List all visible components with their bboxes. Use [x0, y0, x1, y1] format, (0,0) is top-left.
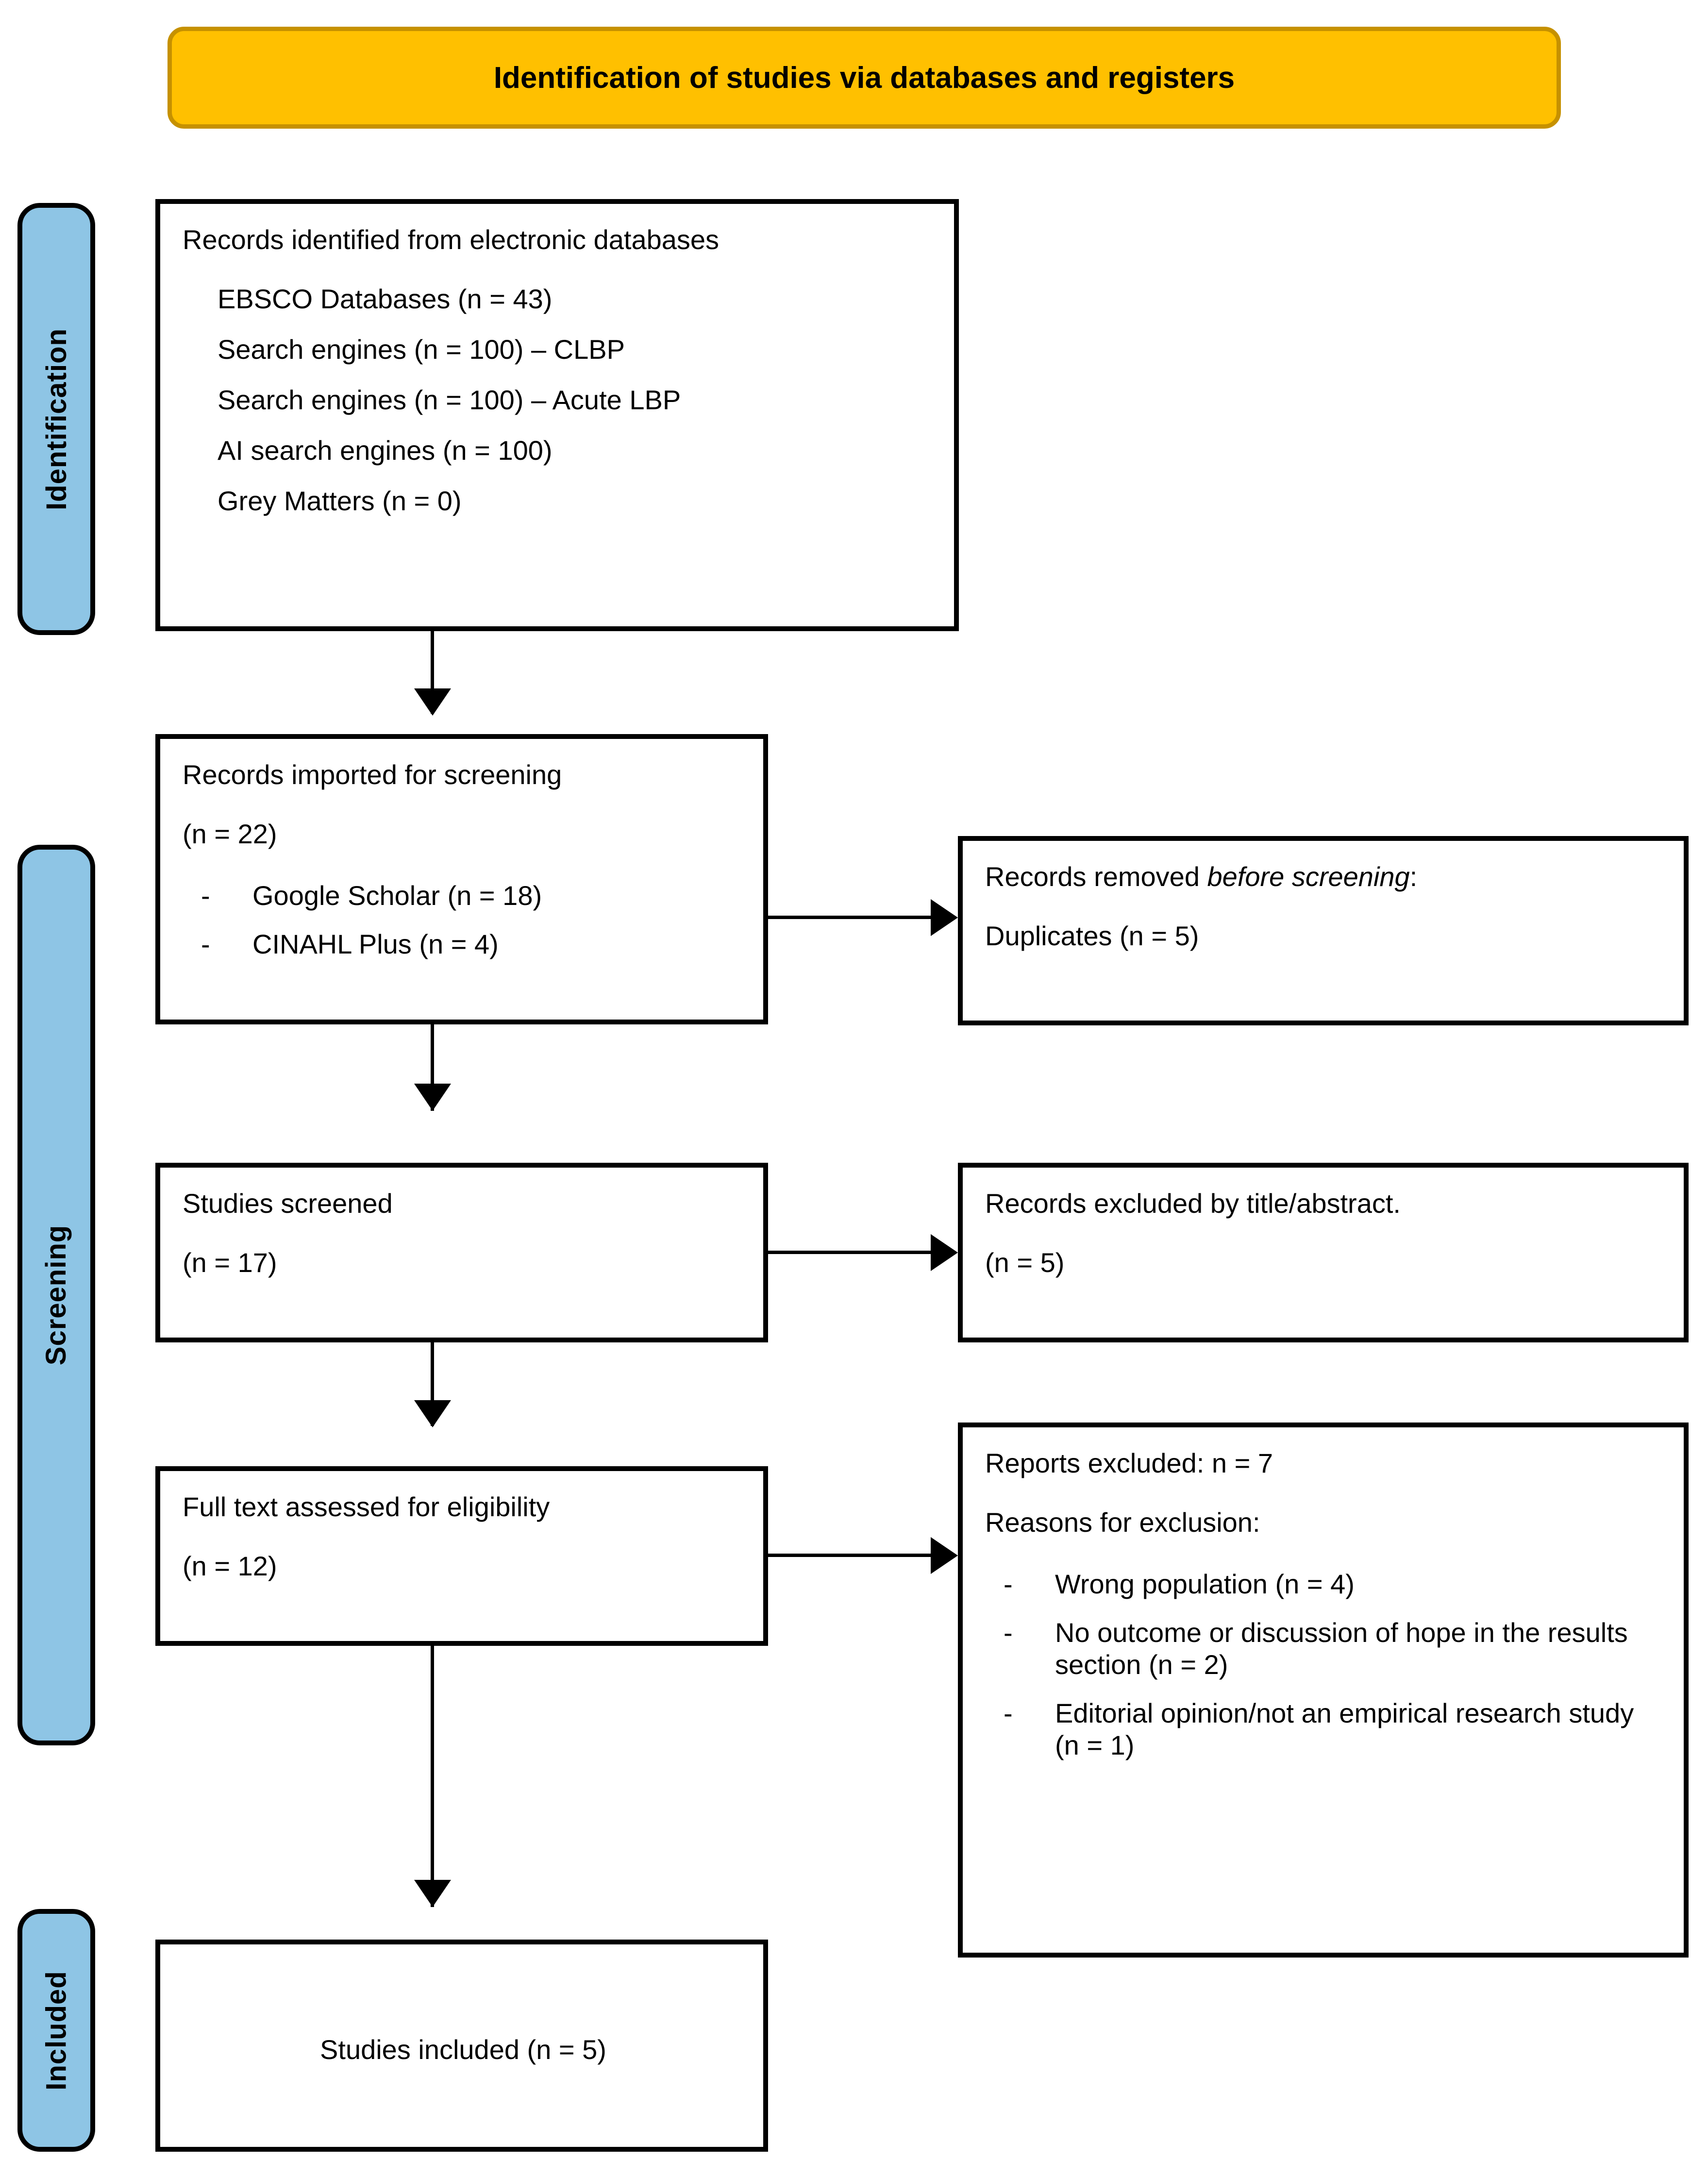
connector-identified-to-imported: [431, 631, 434, 714]
box-records-removed: Records removed before screening: Duplic…: [958, 836, 1689, 1025]
arrow-right-icon: [931, 1234, 958, 1271]
box-fulltext-assessed: Full text assessed for eligibility (n = …: [155, 1466, 768, 1646]
box-records-identified: Records identified from electronic datab…: [155, 199, 959, 631]
bullet-dash: -: [1004, 1569, 1013, 1599]
studies-screened-count: (n = 17): [183, 1247, 277, 1278]
reports-excluded-reason: - No outcome or discussion of hope in th…: [985, 1617, 1664, 1681]
records-removed-detail: Duplicates (n = 5): [985, 921, 1199, 951]
records-removed-heading-italic: before screening: [1207, 861, 1410, 892]
bullet-text: CINAHL Plus (n = 4): [252, 929, 499, 960]
connector-imported-to-removed: [768, 916, 933, 919]
arrow-down-icon: [414, 1084, 451, 1111]
box-reports-excluded: Reports excluded: n = 7 Reasons for excl…: [958, 1423, 1689, 1958]
records-excluded-title-count: (n = 5): [985, 1247, 1065, 1278]
arrow-right-icon: [931, 899, 958, 936]
studies-screened-heading: Studies screened: [183, 1188, 393, 1219]
stage-screening: Screening: [17, 845, 95, 1745]
reports-excluded-reason: - Wrong population (n = 4): [985, 1568, 1664, 1600]
stage-included: Included: [17, 1909, 95, 2152]
arrow-down-icon: [414, 1880, 451, 1907]
records-identified-item: Search engines (n = 100) – Acute LBP: [218, 385, 681, 415]
bullet-text: Editorial opinion/not an empirical resea…: [1055, 1698, 1634, 1761]
records-imported-heading: Records imported for screening: [183, 759, 562, 790]
connector-screened-to-fulltext: [431, 1342, 434, 1426]
records-imported-bullet: - Google Scholar (n = 18): [183, 880, 744, 912]
records-excluded-title-heading: Records excluded by title/abstract.: [985, 1188, 1401, 1219]
connector-imported-to-screened: [431, 1024, 434, 1111]
stage-identification-label: Identification: [40, 328, 72, 510]
connector-screened-to-excluded: [768, 1251, 933, 1254]
records-imported-bullet: - CINAHL Plus (n = 4): [183, 928, 744, 960]
records-removed-heading-pre: Records removed: [985, 861, 1207, 892]
banner-title: Identification of studies via databases …: [493, 61, 1235, 95]
reports-excluded-reason: - Editorial opinion/not an empirical res…: [985, 1697, 1664, 1761]
box-records-imported: Records imported for screening (n = 22) …: [155, 734, 768, 1024]
bullet-dash: -: [201, 929, 210, 960]
reports-excluded-heading: Reports excluded: n = 7: [985, 1448, 1273, 1478]
stage-identification: Identification: [17, 203, 95, 635]
arrow-down-icon: [414, 1400, 451, 1427]
records-identified-item: EBSCO Databases (n = 43): [218, 284, 553, 314]
records-identified-item: Search engines (n = 100) – CLBP: [218, 334, 625, 365]
reports-excluded-subheading: Reasons for exclusion:: [985, 1507, 1260, 1538]
records-removed-heading: Records removed before screening:: [985, 863, 1664, 890]
records-imported-count: (n = 22): [183, 819, 277, 849]
box-studies-screened: Studies screened (n = 17): [155, 1163, 768, 1342]
fulltext-assessed-count: (n = 12): [183, 1551, 277, 1581]
arrow-down-icon: [414, 688, 451, 716]
arrow-right-icon: [931, 1537, 958, 1574]
bullet-dash: -: [201, 880, 210, 911]
bullet-dash: -: [1004, 1617, 1013, 1648]
box-records-excluded-title: Records excluded by title/abstract. (n =…: [958, 1163, 1689, 1342]
records-removed-heading-post: :: [1409, 861, 1418, 892]
bullet-text: Wrong population (n = 4): [1055, 1569, 1355, 1599]
identification-banner: Identification of studies via databases …: [167, 27, 1561, 129]
bullet-text: No outcome or discussion of hope in the …: [1055, 1617, 1628, 1680]
records-identified-heading: Records identified from electronic datab…: [183, 224, 720, 255]
bullet-dash: -: [1004, 1698, 1013, 1729]
fulltext-assessed-heading: Full text assessed for eligibility: [183, 1491, 550, 1522]
connector-fulltext-to-reports-excluded: [768, 1554, 933, 1557]
box-studies-included: Studies included (n = 5): [155, 1940, 768, 2152]
stage-screening-label: Screening: [40, 1224, 72, 1366]
records-identified-item: AI search engines (n = 100): [218, 435, 553, 466]
stage-included-label: Included: [40, 1970, 72, 2091]
bullet-text: Google Scholar (n = 18): [252, 880, 542, 911]
studies-included-heading: Studies included (n = 5): [320, 2034, 606, 2065]
records-identified-item: Grey Matters (n = 0): [218, 485, 462, 516]
connector-fulltext-to-included: [431, 1646, 434, 1907]
